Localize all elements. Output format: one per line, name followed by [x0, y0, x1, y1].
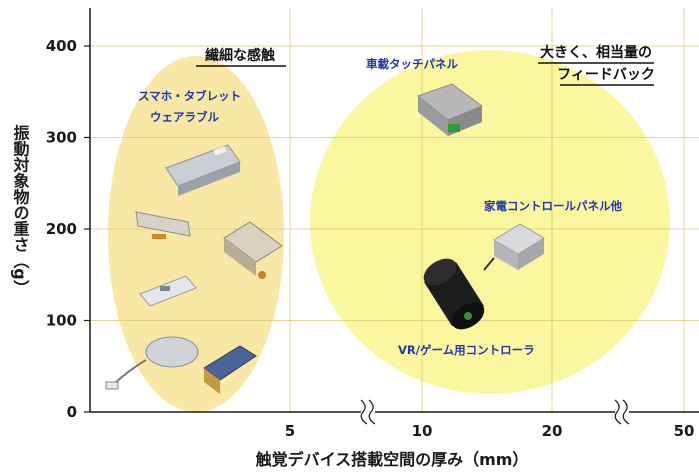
- stacked-actuator-icon: [203, 345, 257, 394]
- region-heading-delicate: 繊細な感触: [196, 47, 286, 67]
- x-tick-label: 20: [542, 422, 563, 440]
- coin-vibration-motor-icon: [105, 336, 199, 390]
- y-tick-label: 300: [46, 129, 77, 147]
- lra-flat-actuator-icon: [165, 144, 241, 196]
- lra-long-actuator-icon: [135, 211, 191, 239]
- x-axis-title: 触覚デバイス搭載空間の厚み（mm）: [255, 450, 529, 469]
- label-automotive-touch-panel: 車載タッチパネル: [366, 57, 458, 71]
- x-tick-labels: 5 10 20 50: [285, 422, 695, 440]
- label-appliance-panel: 家電コントロールパネル他: [484, 199, 622, 213]
- x-tick-label: 10: [412, 422, 433, 440]
- y-tick-label: 400: [46, 37, 77, 55]
- y-tick-labels: 0 100 200 300 400: [46, 37, 90, 421]
- lra-small-actuator-icon: [139, 275, 197, 307]
- y-tick-label: 200: [46, 220, 77, 238]
- automotive-actuator-icon: [416, 83, 484, 136]
- label-wearable: ウェアラブル: [150, 110, 219, 124]
- device-illustrations: [105, 83, 545, 394]
- svg-text:大きく、相当量の: 大きく、相当量の: [540, 44, 652, 61]
- region-large-feedback-area: [310, 50, 670, 394]
- lra-box-actuator-icon: [223, 221, 283, 279]
- y-tick-label: 100: [46, 312, 77, 330]
- axis-break-mark: [614, 399, 622, 425]
- y-axis-title: 振動対象物の重さ（g）: [11, 123, 31, 295]
- axis-break-mark: [360, 399, 368, 425]
- label-vr-controller: VR/ゲーム用コントローラ: [398, 343, 535, 357]
- svg-text:フィードバック: フィードバック: [557, 67, 655, 83]
- svg-text:繊細な感触: 繊細な感触: [205, 47, 275, 64]
- axis-breaks: [360, 399, 630, 425]
- axis-break-mark: [622, 399, 630, 425]
- grid: [90, 8, 699, 412]
- region-heading-large-feedback: 大きく、相当量の フィードバック: [538, 44, 655, 86]
- y-tick-label: 0: [67, 403, 77, 421]
- axis-break-mark: [368, 399, 376, 425]
- x-tick-label: 50: [674, 422, 695, 440]
- label-smartphone-tablet: スマホ・タブレット: [138, 89, 241, 103]
- appliance-actuator-icon: [483, 223, 545, 271]
- x-tick-label: 5: [285, 422, 295, 440]
- region-delicate-area: [108, 56, 284, 412]
- vr-cylinder-actuator-icon: [423, 258, 485, 330]
